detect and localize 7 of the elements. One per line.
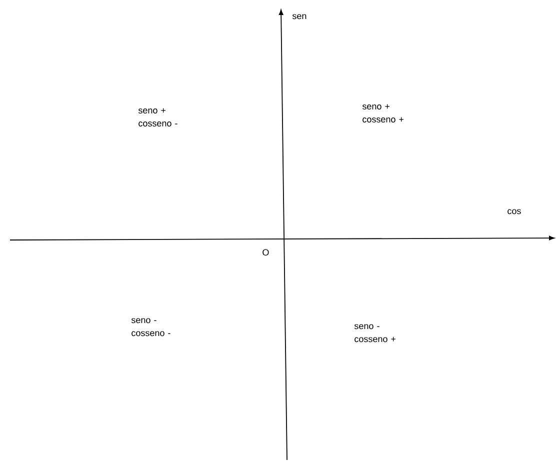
origin-label: O bbox=[262, 249, 269, 256]
axis-label: sen bbox=[292, 14, 306, 20]
quadrant-label: seno - cosseno + bbox=[354, 324, 396, 342]
quadrant-label: seno - cosseno - bbox=[131, 318, 170, 336]
quadrant-label: seno + cosseno + bbox=[362, 104, 404, 122]
axis-label: cos bbox=[508, 209, 521, 214]
quadrant-label: seno + cosseno - bbox=[138, 108, 178, 126]
